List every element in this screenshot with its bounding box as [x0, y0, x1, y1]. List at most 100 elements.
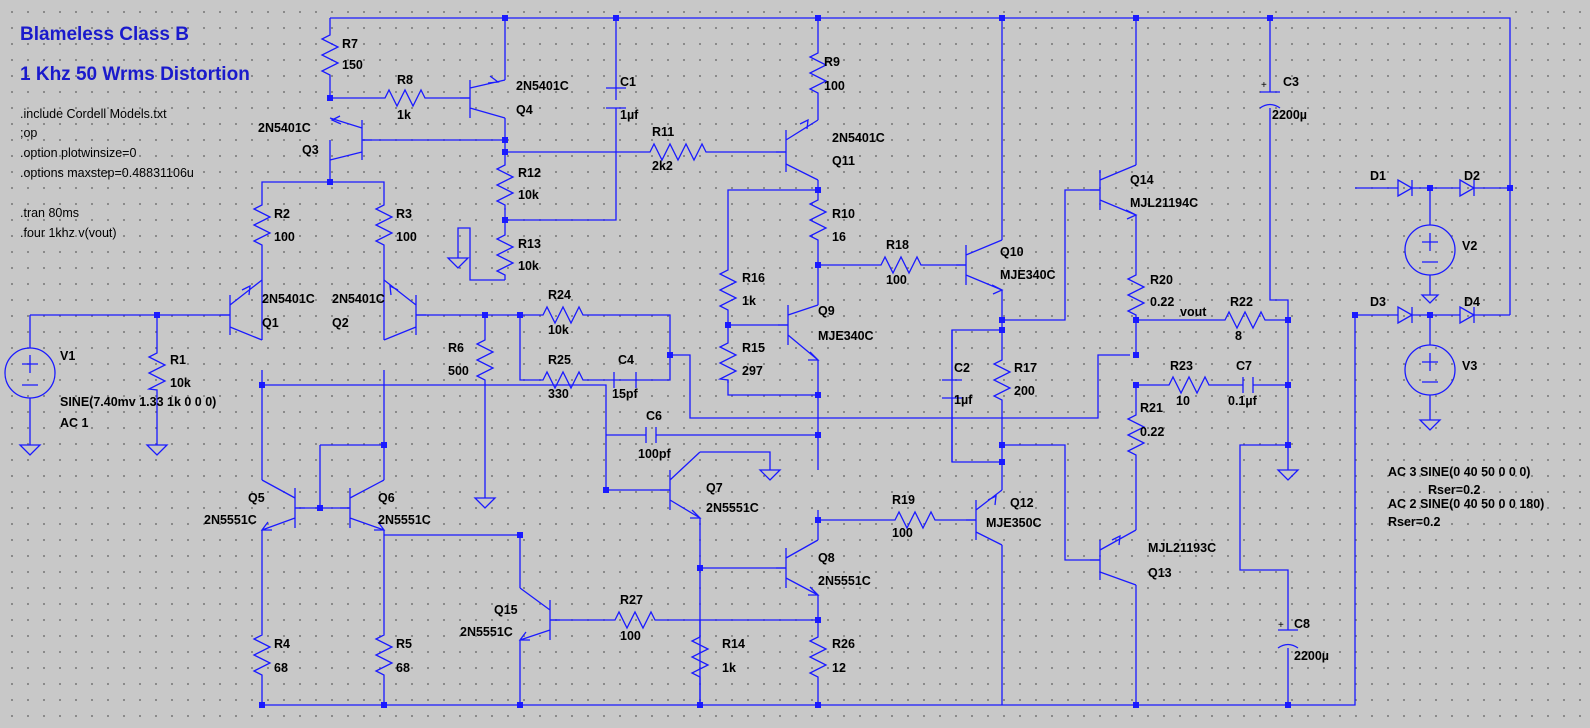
resistor-r22: [1220, 310, 1270, 330]
ground-icon: [1418, 419, 1442, 431]
value-r19: 100: [892, 526, 913, 540]
model-q13: MJL21193C: [1148, 541, 1216, 555]
resistor-r12: [495, 160, 515, 210]
transistor-q2: [383, 279, 426, 341]
value-r2: 100: [274, 230, 295, 244]
label-q2: Q2: [332, 316, 349, 330]
junctions: [154, 15, 1513, 708]
resistor-r4: [252, 630, 272, 680]
label-r17: R17: [1014, 361, 1037, 375]
transistor-q4: [460, 75, 506, 119]
source-v2: [1404, 224, 1456, 276]
capacitors: + +: [606, 80, 1299, 649]
diodes: [1397, 178, 1476, 325]
grounds: [18, 257, 1442, 509]
label-q12: Q12: [1010, 496, 1034, 510]
value-r3: 100: [396, 230, 417, 244]
diode-d3: [1397, 305, 1414, 325]
resistor-r14: [690, 632, 710, 680]
label-v3: V3: [1462, 359, 1477, 373]
directive-plotwinsize: .option plotwinsize=0: [20, 146, 136, 160]
resistor-r3: [374, 200, 394, 250]
value-c4: 15pf: [612, 387, 639, 401]
capacitor-c2: [942, 379, 962, 399]
resistor-r24: [538, 305, 588, 325]
v1-sine: SINE(7.40mv 1.33 1k 0 0 0): [60, 395, 216, 409]
model-q8: 2N5551C: [818, 574, 871, 588]
label-d1: D1: [1370, 169, 1386, 183]
label-c2: C2: [954, 361, 970, 375]
label-r19: R19: [892, 493, 915, 507]
label-q5: Q5: [248, 491, 265, 505]
label-r13: R13: [518, 237, 541, 251]
model-q7: 2N5551C: [706, 501, 759, 515]
resistor-r26: [808, 632, 828, 680]
label-r24: R24: [548, 288, 571, 302]
resistor-r21: [1126, 410, 1146, 460]
model-q4: 2N5401C: [516, 79, 569, 93]
directive-include: .include Cordell Models.txt: [20, 107, 167, 121]
transistor-q9: [778, 304, 820, 361]
label-d4: D4: [1464, 295, 1480, 309]
v3-ac-sine: AC 3 SINE(0 40 50 0 0 0): [1388, 465, 1530, 479]
label-q6: Q6: [378, 491, 395, 505]
label-r9: R9: [824, 55, 840, 69]
directive-maxstep: .options maxstep=0.48831106u: [20, 166, 194, 180]
model-q3: 2N5401C: [258, 121, 311, 135]
label-q10: Q10: [1000, 245, 1024, 259]
label-r11: R11: [652, 125, 674, 139]
resistor-r27: [610, 610, 660, 630]
resistor-r11: [640, 142, 720, 162]
label-c4: C4: [618, 353, 634, 367]
label-r10: R10: [832, 207, 855, 221]
transistor-q10: [956, 239, 1004, 295]
diode-d1: [1397, 178, 1414, 198]
model-q1: 2N5401C: [262, 292, 315, 306]
capacitor-labels: C1 1µf C3 2200µ C4 15pf C2 1µf C7 0.1µf …: [612, 75, 1329, 663]
value-r9: 100: [824, 79, 845, 93]
label-q4: Q4: [516, 103, 533, 117]
source-v3: [1404, 344, 1456, 396]
label-c3: C3: [1283, 75, 1299, 89]
resistor-r19: [890, 510, 940, 530]
resistors: [146, 30, 1270, 680]
value-r10: 16: [832, 230, 846, 244]
label-c8: C8: [1294, 617, 1310, 631]
v3-rser: Rser=0.2: [1428, 483, 1481, 497]
label-r8: R8: [397, 73, 413, 87]
ground-icon: [473, 497, 497, 509]
label-v2: V2: [1462, 239, 1477, 253]
model-q9: MJE340C: [818, 329, 874, 343]
value-r12: 10k: [518, 188, 539, 202]
sources: [4, 224, 1456, 399]
model-q11: 2N5401C: [832, 131, 885, 145]
transistor-q15: [518, 587, 560, 641]
label-c1: C1: [620, 75, 636, 89]
transistor-labels: 2N5401C Q4 2N5401C Q3 2N5401C Q11 2N5401…: [204, 79, 1216, 639]
label-r16: R16: [742, 271, 765, 285]
label-c7: C7: [1236, 359, 1252, 373]
directive-op: ;op: [20, 126, 37, 140]
value-r13: 10k: [518, 259, 539, 273]
transistor-q8: [776, 539, 820, 596]
resistor-labels: R7 150 R8 1k R9 100 R11 2k2 R12 10k R13 …: [170, 37, 1253, 675]
resistor-r1: [146, 350, 167, 395]
label-v1: V1: [60, 349, 75, 363]
label-c6: C6: [646, 409, 662, 423]
ground-icon: [145, 444, 169, 456]
resistor-r6: [475, 335, 495, 385]
value-r14: 1k: [722, 661, 736, 675]
label-r2: R2: [274, 207, 290, 221]
transistor-q1: [220, 279, 263, 341]
capacitor-c3: [1259, 91, 1281, 109]
resistor-r20: [1126, 270, 1146, 320]
label-r27: R27: [620, 593, 643, 607]
value-c2: 1µf: [954, 393, 973, 407]
label-q11: Q11: [832, 154, 855, 168]
model-q6: 2N5551C: [378, 513, 431, 527]
v2-ac-sine: AC 2 SINE(0 40 50 0 0 180): [1388, 497, 1544, 511]
resistor-r13: [495, 230, 515, 280]
resistor-r10: [808, 195, 828, 245]
transistor-q13: [1090, 529, 1137, 586]
